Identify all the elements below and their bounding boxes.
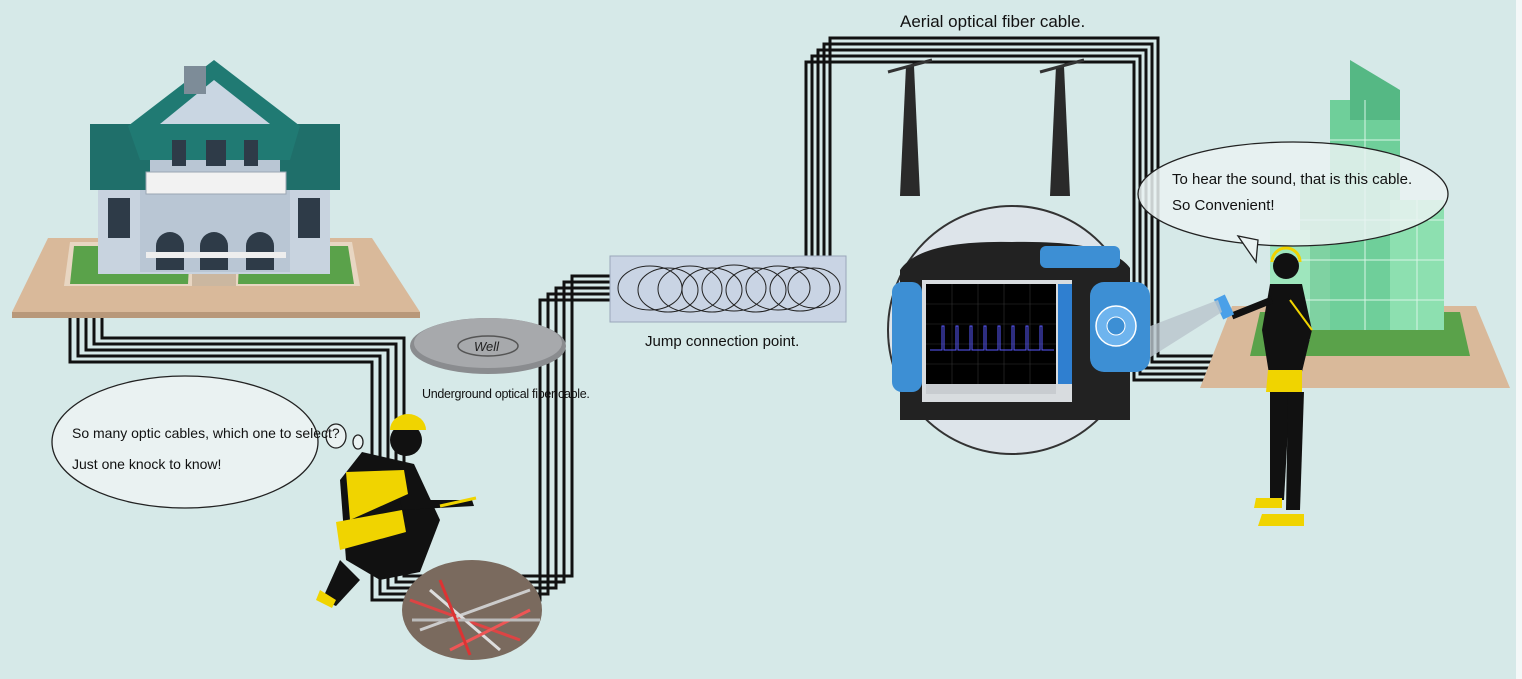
left-bubble-line-1: So many optic cables, which one to selec…	[72, 425, 340, 441]
field-worker-right	[1213, 246, 1313, 526]
well-cover	[410, 318, 566, 374]
underground-cable-label: Underground optical fiber cable.	[422, 387, 590, 401]
jump-connection-box	[609, 255, 847, 323]
left-bubble-line-2: Just one knock to know!	[72, 456, 222, 472]
house-illustration	[12, 60, 420, 318]
underground-cables	[68, 274, 614, 602]
right-edge-strip	[1516, 0, 1522, 679]
right-bubble-line-1: To hear the sound, that is this cable.	[1172, 171, 1413, 188]
field-worker-left	[316, 414, 542, 660]
device-zoom-callout	[887, 205, 1222, 455]
utility-poles	[887, 58, 1085, 196]
well-label: Well	[474, 339, 500, 354]
left-thought-bubble	[51, 375, 364, 509]
aerial-cables	[804, 36, 1270, 382]
jump-connection-label: Jump connection point.	[645, 333, 800, 350]
aerial-cable-label: Aerial optical fiber cable.	[900, 12, 1086, 31]
right-speech-bubble	[1137, 141, 1449, 264]
right-bubble-line-2: So Convenient!	[1172, 197, 1275, 214]
